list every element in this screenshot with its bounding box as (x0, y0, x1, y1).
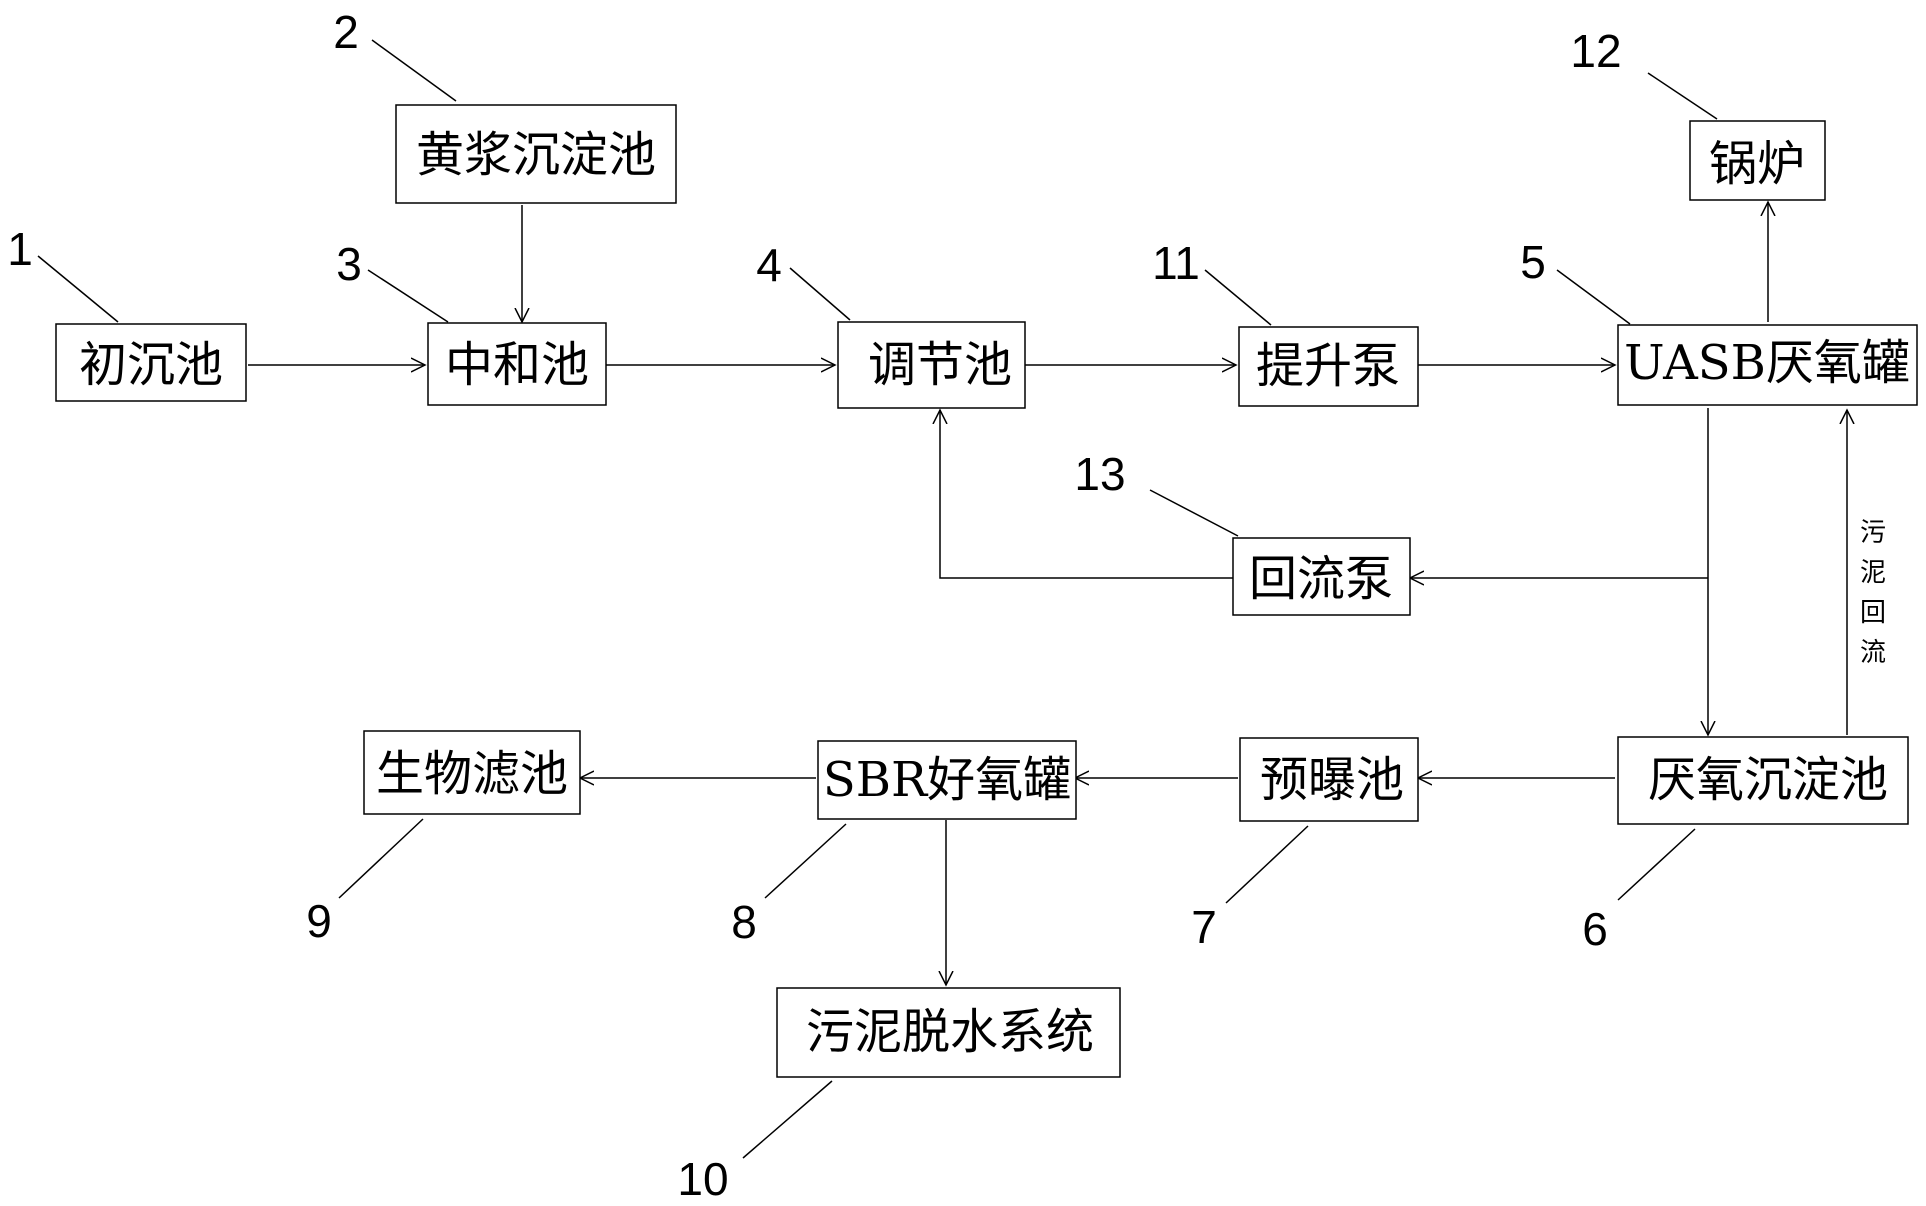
ref-number-4: 4 (756, 239, 782, 291)
leader-12 (1647, 72, 1718, 120)
box-yellow-slurry-tank-label: 黄浆沉淀池 (416, 127, 656, 183)
leader-5 (1556, 269, 1631, 325)
sludge-return-char-4: 流 (1860, 638, 1886, 668)
box-biofilter: 生物滤池 (363, 730, 581, 815)
leader-10 (742, 1080, 833, 1159)
ref-number-11: 11 (1152, 237, 1200, 289)
leader-3 (367, 269, 449, 323)
leader-11 (1204, 269, 1272, 326)
box-pre-aeration-tank-label: 预曝池 (1260, 752, 1404, 808)
reference-numbers: 1 2 3 4 11 5 12 13 6 7 8 9 10 (7, 6, 1621, 1205)
box-sbr-tank-label: SBR好氧罐 (823, 752, 1071, 808)
sludge-return-char-1: 污 (1860, 518, 1886, 548)
ref-number-2: 2 (333, 6, 359, 58)
connectors (248, 202, 1847, 985)
ref-number-7: 7 (1191, 901, 1217, 953)
sludge-return-label: 污 泥 回 流 (1860, 518, 1886, 668)
arrow-reflux-to-equalization (940, 410, 1233, 579)
leader-6 (1617, 828, 1696, 901)
box-lift-pump: 提升泵 (1238, 326, 1419, 407)
box-yellow-slurry-tank: 黄浆沉淀池 (395, 104, 677, 204)
box-pre-aeration-tank: 预曝池 (1239, 737, 1419, 822)
box-reflux-pump: 回流泵 (1232, 537, 1411, 616)
ref-number-1: 1 (7, 223, 33, 275)
ref-number-3: 3 (336, 238, 362, 290)
sludge-return-char-2: 泥 (1860, 558, 1886, 588)
leader-2 (371, 39, 457, 102)
box-uasb-tank-label: UASB厌氧罐 (1624, 335, 1910, 391)
box-anaerobic-settling-tank-label: 厌氧沉淀池 (1648, 752, 1888, 808)
box-equalization-tank-label: 调节池 (868, 337, 1012, 393)
box-sbr-tank: SBR好氧罐 (817, 740, 1077, 820)
box-sludge-dewatering: 污泥脱水系统 (776, 987, 1121, 1078)
box-uasb-tank: UASB厌氧罐 (1617, 324, 1918, 406)
leader-4 (789, 267, 851, 321)
box-anaerobic-settling-tank: 厌氧沉淀池 (1617, 736, 1909, 825)
leader-7 (1225, 825, 1309, 904)
box-lift-pump-label: 提升泵 (1256, 338, 1400, 394)
box-neutralization-tank-label: 中和池 (445, 337, 589, 393)
ref-number-13: 13 (1074, 448, 1125, 500)
leader-lines (37, 39, 1718, 1159)
ref-number-8: 8 (731, 896, 757, 948)
box-equalization-tank: 调节池 (837, 321, 1026, 409)
box-reflux-pump-label: 回流泵 (1249, 551, 1393, 607)
sludge-return-char-3: 回 (1860, 598, 1886, 628)
leader-1 (37, 255, 119, 323)
box-primary-clarifier: 初沉池 (55, 323, 247, 402)
box-sludge-dewatering-label: 污泥脱水系统 (806, 1004, 1094, 1060)
ref-number-10: 10 (677, 1153, 728, 1205)
box-neutralization-tank: 中和池 (427, 322, 607, 406)
ref-number-6: 6 (1582, 903, 1608, 955)
ref-number-12: 12 (1570, 25, 1621, 77)
ref-number-5: 5 (1520, 236, 1546, 288)
box-biofilter-label: 生物滤池 (376, 746, 568, 802)
leader-8 (764, 823, 847, 899)
box-boiler: 锅炉 (1689, 120, 1826, 201)
box-boiler-label: 锅炉 (1709, 136, 1805, 192)
box-primary-clarifier-label: 初沉池 (79, 337, 223, 393)
leader-13 (1149, 489, 1239, 537)
ref-number-9: 9 (306, 895, 332, 947)
leader-9 (338, 818, 424, 899)
